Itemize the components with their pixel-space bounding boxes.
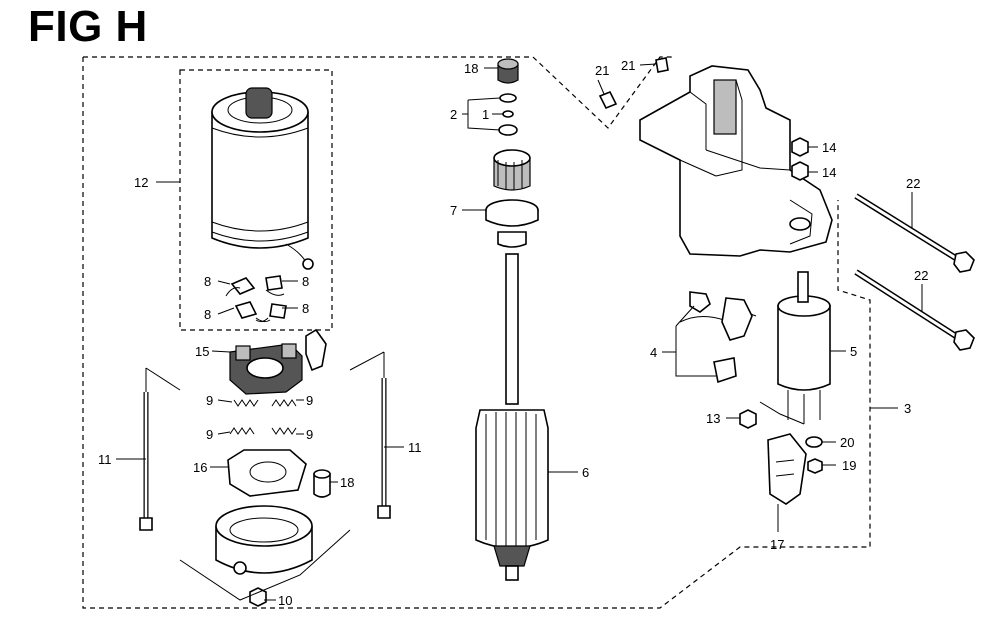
bushing-lower bbox=[313, 469, 331, 498]
solenoid bbox=[777, 271, 831, 424]
callout-2: 2 bbox=[450, 107, 457, 122]
callout-11-right: 11 bbox=[408, 440, 422, 455]
callout-14-b: 14 bbox=[822, 165, 836, 180]
nut-14-b bbox=[791, 161, 809, 181]
leader-lines bbox=[116, 63, 923, 601]
callout-1: 1 bbox=[482, 107, 489, 122]
yoke-assembly bbox=[211, 87, 314, 270]
through-bolts bbox=[139, 351, 391, 601]
brush-holder bbox=[229, 343, 303, 395]
callout-21-a: 21 bbox=[595, 63, 609, 78]
callout-3: 3 bbox=[904, 401, 911, 416]
dowel-pins bbox=[598, 57, 669, 110]
field-coil-frame bbox=[179, 69, 333, 331]
nut-14-a bbox=[791, 137, 809, 157]
callout-9-c: 9 bbox=[206, 427, 213, 442]
armature bbox=[475, 253, 549, 581]
brush-set bbox=[225, 275, 327, 372]
callout-21-b: 21 bbox=[621, 58, 635, 73]
mounting-bolts bbox=[854, 193, 975, 351]
nut-19 bbox=[807, 458, 823, 474]
figure-title: FIG H bbox=[28, 2, 148, 51]
end-cover bbox=[215, 505, 313, 575]
callout-4: 4 bbox=[650, 345, 657, 360]
starter-housing bbox=[639, 65, 833, 257]
springs bbox=[229, 399, 297, 435]
callout-9-b: 9 bbox=[306, 393, 313, 408]
brush-plate bbox=[227, 449, 307, 497]
callout-17: 17 bbox=[770, 537, 784, 552]
callout-10: 10 bbox=[278, 593, 292, 608]
callout-11-left: 11 bbox=[98, 452, 112, 467]
assembly-frame bbox=[82, 56, 871, 609]
terminal-cover bbox=[767, 433, 807, 505]
callout-5: 5 bbox=[850, 344, 857, 359]
callout-20: 20 bbox=[840, 435, 854, 450]
nut-10 bbox=[249, 587, 267, 607]
callout-9-a: 9 bbox=[206, 393, 213, 408]
callout-8-b: 8 bbox=[302, 274, 309, 289]
nut-13 bbox=[739, 409, 757, 429]
washer-20 bbox=[805, 436, 823, 448]
callout-14-a: 14 bbox=[822, 140, 836, 155]
callout-13: 13 bbox=[706, 411, 720, 426]
callout-18-upper: 18 bbox=[464, 61, 478, 76]
terminal-kit bbox=[679, 291, 757, 384]
callout-8-c: 8 bbox=[204, 307, 211, 322]
callout-19: 19 bbox=[842, 458, 856, 473]
callout-12: 12 bbox=[134, 175, 148, 190]
callout-8-d: 8 bbox=[302, 301, 309, 316]
callout-9-d: 9 bbox=[306, 427, 313, 442]
callout-8-a: 8 bbox=[204, 274, 211, 289]
callout-15: 15 bbox=[195, 344, 209, 359]
pinion-gear bbox=[485, 149, 539, 248]
washer-stack bbox=[497, 58, 519, 136]
callout-6: 6 bbox=[582, 465, 589, 480]
callout-7: 7 bbox=[450, 203, 457, 218]
callout-18-lower: 18 bbox=[340, 475, 354, 490]
callout-16: 16 bbox=[193, 460, 207, 475]
callout-22-a: 22 bbox=[906, 176, 920, 191]
callout-22-b: 22 bbox=[914, 268, 928, 283]
